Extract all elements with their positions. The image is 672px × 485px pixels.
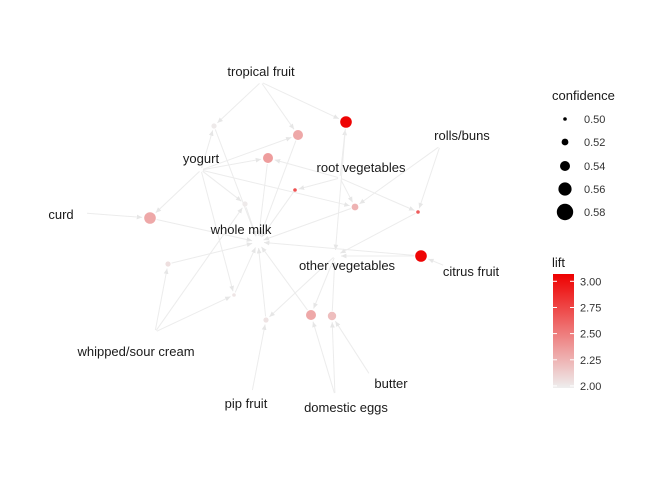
edge-yogurt-r7 (202, 170, 350, 207)
item-label-other-vegetables: other vegetables (299, 258, 396, 273)
confidence-key-3 (558, 182, 572, 196)
lift-key-label-2: 2.50 (580, 329, 601, 341)
edge-r1-whole_milk (214, 129, 257, 237)
lift-legend: lift 3.00 2.75 2.50 2.25 2.00 (552, 255, 601, 393)
edge-r8-other_vegetables (340, 212, 416, 254)
confidence-key-4 (556, 203, 574, 221)
rule-node-r2 (293, 130, 303, 140)
edge-r6-whole_milk (245, 207, 257, 237)
item-label-citrus-fruit: citrus fruit (443, 264, 500, 279)
edge-whipped_sour_cream-r11 (156, 296, 231, 332)
edge-r10-whole_milk (171, 242, 253, 264)
rule-node-r10 (165, 261, 171, 267)
rule-node-r8 (416, 210, 420, 214)
edge-curd-r9 (86, 212, 143, 220)
lift-key-label-1: 2.75 (580, 303, 601, 315)
edge-r5-whole_milk (261, 192, 294, 238)
edge-yogurt-r11 (201, 171, 234, 292)
edge-root_vegetables-r7 (340, 179, 353, 203)
edge-rolls_buns-r7 (359, 146, 439, 205)
confidence-key-1 (561, 138, 569, 146)
edge-yogurt-r2 (202, 136, 292, 170)
edge-tropical_fruit-r3 (262, 82, 340, 120)
edge-r15-other_vegetables (331, 261, 337, 311)
edge-root_vegetables-r5 (298, 178, 339, 190)
item-label-curd: curd (48, 207, 73, 222)
rule-nodes (144, 116, 427, 323)
rule-node-r7 (351, 203, 359, 211)
confidence-key-label-0: 0.50 (584, 114, 605, 126)
rule-node-r6 (242, 201, 248, 207)
edge-rolls_buns-r8 (418, 147, 440, 209)
rule-node-r9 (144, 212, 156, 224)
confidence-legend-title: confidence (552, 88, 615, 103)
edge-tropical_fruit-r2 (261, 83, 295, 130)
item-label-root-vegetables: root vegetables (317, 160, 406, 175)
lift-key-label-3: 2.25 (580, 355, 601, 367)
lift-legend-title: lift (552, 255, 565, 270)
edge-yogurt-r4 (202, 157, 262, 171)
edge-r7-whole_milk (263, 208, 352, 241)
edge-r13-whole_milk (256, 247, 267, 317)
edge-r12-whole_milk (263, 240, 415, 256)
rule-node-r11 (232, 293, 236, 297)
confidence-key-label-3: 0.56 (584, 184, 605, 196)
item-label-tropical-fruit: tropical fruit (227, 64, 295, 79)
edge-yogurt-r6 (202, 170, 242, 202)
confidence-key-label-4: 0.58 (584, 207, 605, 219)
edge-r4-whole_milk (256, 163, 268, 237)
rule-node-r1 (211, 123, 217, 129)
edge-yogurt-r1 (201, 130, 214, 169)
graph-edges (86, 82, 444, 394)
edge-r14-whole_milk (261, 246, 308, 311)
lift-colorbar (553, 274, 574, 388)
rule-node-r15 (327, 311, 337, 321)
edge-domestic_eggs-r14 (312, 321, 335, 394)
rule-node-r3 (340, 116, 352, 128)
rule-node-r4 (263, 153, 273, 163)
edge-pip_fruit-r13 (251, 324, 267, 391)
item-label-pip-fruit: pip fruit (225, 396, 268, 411)
lift-key-label-0: 3.00 (580, 276, 601, 288)
confidence-key-2 (560, 161, 570, 171)
edge-other_vegetables-r14 (313, 257, 335, 309)
edge-whipped_sour_cream-r10 (154, 268, 169, 331)
lift-key-label-4: 2.00 (580, 381, 601, 393)
edge-r9-whole_milk (156, 219, 253, 242)
edge-r11-whole_milk (234, 247, 256, 293)
item-label-whole-milk: whole milk (210, 222, 272, 237)
rule-node-r12 (415, 250, 427, 262)
confidence-key-label-2: 0.54 (584, 161, 605, 173)
edge-yogurt-r9 (155, 171, 200, 214)
edge-r3-other_vegetables (333, 128, 346, 251)
edge-whipped_sour_cream-r6 (155, 207, 243, 331)
item-label-yogurt: yogurt (183, 151, 220, 166)
edge-other_vegetables-r13 (269, 257, 334, 318)
rule-node-r5 (293, 188, 297, 192)
edge-root_vegetables-r8 (341, 178, 415, 211)
rule-node-r14 (306, 310, 316, 320)
confidence-key-0 (563, 117, 567, 121)
edge-citrus_fruit-r12 (428, 258, 444, 266)
confidence-key-label-1: 0.52 (584, 137, 605, 149)
edge-root_vegetables-r4 (274, 159, 339, 178)
edge-butter-r15 (334, 320, 370, 374)
rule-node-r13 (263, 317, 269, 323)
item-label-whipped-sour-cream: whipped/sour cream (76, 344, 194, 359)
edge-domestic_eggs-r15 (330, 322, 336, 394)
edge-tropical_fruit-r1 (217, 83, 260, 124)
item-label-domestic-eggs: domestic eggs (304, 400, 388, 415)
item-label-butter: butter (374, 376, 408, 391)
item-label-rolls-buns: rolls/buns (434, 128, 490, 143)
item-labels: tropical fruit yogurt root vegetables rolls… (48, 64, 499, 415)
confidence-legend: confidence 0.50 0.52 0.54 0.56 0.58 (552, 88, 615, 221)
